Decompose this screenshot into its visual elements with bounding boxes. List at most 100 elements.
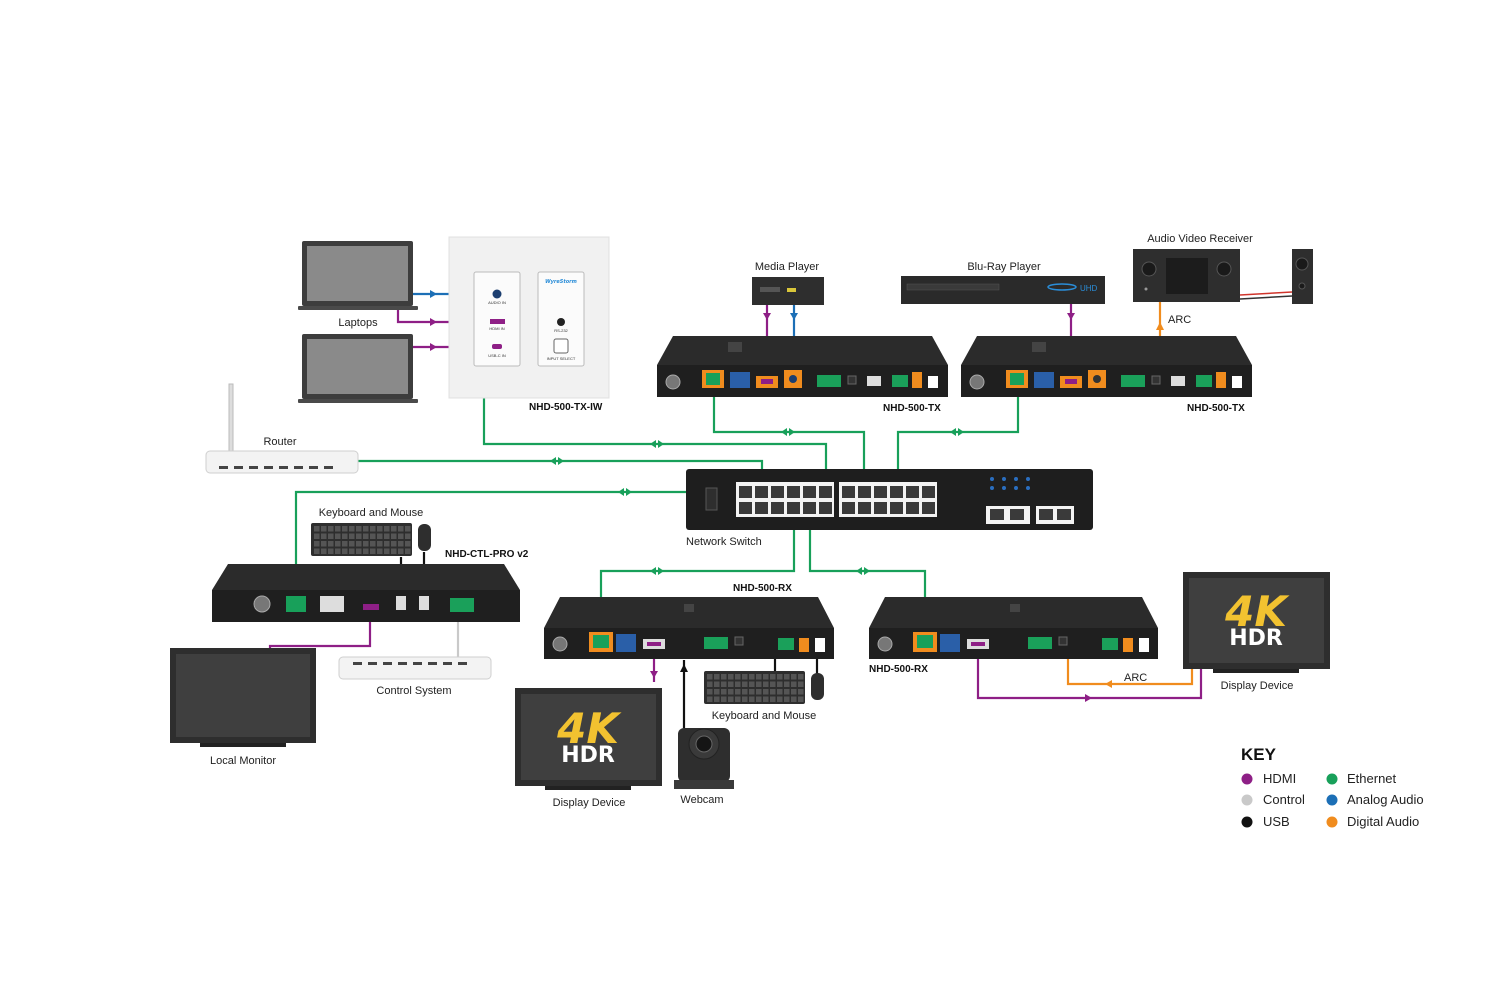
arc-bottom-label: ARC [1124, 672, 1147, 684]
keyboard-key [384, 541, 390, 547]
arrow-icon [430, 290, 437, 298]
keyboard-key [349, 541, 355, 547]
keyboard-key [742, 674, 748, 680]
arrow-icon [1156, 322, 1164, 330]
keyboard-key [728, 681, 734, 687]
av-receiver [1133, 249, 1240, 302]
keyboard-key [335, 548, 341, 554]
arrow-icon [650, 671, 658, 678]
keyboard-key [714, 696, 720, 702]
keyboard-key [342, 548, 348, 554]
keyboard-key [321, 533, 327, 539]
nhd-500-tx-2 [961, 336, 1252, 397]
hdr-text: HDR [1229, 626, 1283, 651]
bluray-player: UHD [901, 276, 1105, 304]
keyboard-key [314, 533, 320, 539]
legend-label-hdmi: HDMI [1263, 771, 1296, 786]
hdr-4k-text: 4K [556, 704, 622, 753]
keyboard-key [349, 533, 355, 539]
keyboard-key [756, 681, 762, 687]
keyboard-key [798, 696, 804, 702]
legend-swatch-analog-audio [1326, 794, 1338, 806]
switch-port [771, 502, 784, 514]
keyboard-key [405, 526, 411, 532]
control-system [338, 656, 492, 680]
tx1-label: NHD-500-TX [883, 403, 941, 414]
cable-arrows [430, 290, 1164, 702]
switch-port [787, 486, 800, 498]
legend-label-usb: USB [1263, 814, 1290, 829]
keyboard-bottom [704, 671, 805, 704]
keyboard-key [777, 681, 783, 687]
rx2-label: NHD-500-RX [869, 664, 928, 675]
local-monitor [170, 648, 316, 747]
keyboard-key [721, 681, 727, 687]
local-monitor-label: Local Monitor [210, 755, 276, 767]
keyboard-key [777, 696, 783, 702]
keyboard-key [377, 541, 383, 547]
switch-port [890, 486, 903, 498]
keyboard-key [756, 689, 762, 695]
mouse-bottom [811, 673, 824, 700]
keyboard-key [384, 533, 390, 539]
keyboard-key [735, 696, 741, 702]
keyboard-key [384, 548, 390, 554]
keyboard-key [763, 689, 769, 695]
legend-label-control: Control [1263, 792, 1305, 807]
svg-text:RS-232: RS-232 [554, 328, 568, 333]
legend-swatch-ethernet [1326, 773, 1338, 785]
keyboard-key [363, 533, 369, 539]
laptops-label: Laptops [338, 317, 378, 329]
keyboard-key [798, 674, 804, 680]
legend-swatch-usb [1241, 816, 1253, 828]
keyboard-key [314, 541, 320, 547]
laptop-bottom [298, 334, 418, 403]
cable-rx2-arc [1066, 648, 1194, 686]
keyboard-key [798, 689, 804, 695]
keyboard-key [335, 541, 341, 547]
keyboard-key [328, 526, 334, 532]
keyboard-key [405, 533, 411, 539]
keyboard-key [363, 548, 369, 554]
svg-text:WyreStorm: WyreStorm [545, 279, 577, 285]
legend-swatch-digital-audio [1326, 816, 1338, 828]
keyboard-key [791, 689, 797, 695]
arc-top-label: ARC [1168, 314, 1191, 326]
tx2-label: NHD-500-TX [1187, 403, 1245, 414]
keyboard-key [398, 541, 404, 547]
keyboard-key [707, 689, 713, 695]
bluray-label: Blu-Ray Player [967, 261, 1041, 273]
legend-swatch-hdmi [1241, 773, 1253, 785]
keyboard-key [742, 689, 748, 695]
laptop-top [298, 241, 418, 310]
keyboard-key [370, 541, 376, 547]
network-switch-label: Network Switch [686, 536, 762, 548]
keyboard-key [728, 674, 734, 680]
keyboard-key [391, 526, 397, 532]
keyboard-key [328, 533, 334, 539]
keyboard-key [377, 526, 383, 532]
keyboard-key [349, 526, 355, 532]
keyboard-key [714, 674, 720, 680]
arrow-icon [680, 664, 688, 672]
keyboard-mouse-top-label: Keyboard and Mouse [319, 507, 424, 519]
switch-port [787, 502, 800, 514]
keyboard-key [714, 681, 720, 687]
keyboard-key [721, 696, 727, 702]
keyboard-key [735, 689, 741, 695]
keyboard-key [342, 526, 348, 532]
keyboard-key [791, 696, 797, 702]
nhd-500-rx-2 [869, 597, 1158, 659]
switch-port [874, 486, 887, 498]
keyboard-key [335, 526, 341, 532]
media-player [752, 277, 824, 305]
keyboard-key [749, 674, 755, 680]
switch-port [803, 486, 816, 498]
keyboard-key [721, 674, 727, 680]
keyboard-key [342, 533, 348, 539]
cable-rx2-hdmi-out [976, 654, 1203, 700]
uhd-logo: UHD [1080, 284, 1098, 293]
keyboard-key [398, 533, 404, 539]
switch-port [842, 486, 855, 498]
svg-text:HDMI IN: HDMI IN [489, 326, 504, 331]
